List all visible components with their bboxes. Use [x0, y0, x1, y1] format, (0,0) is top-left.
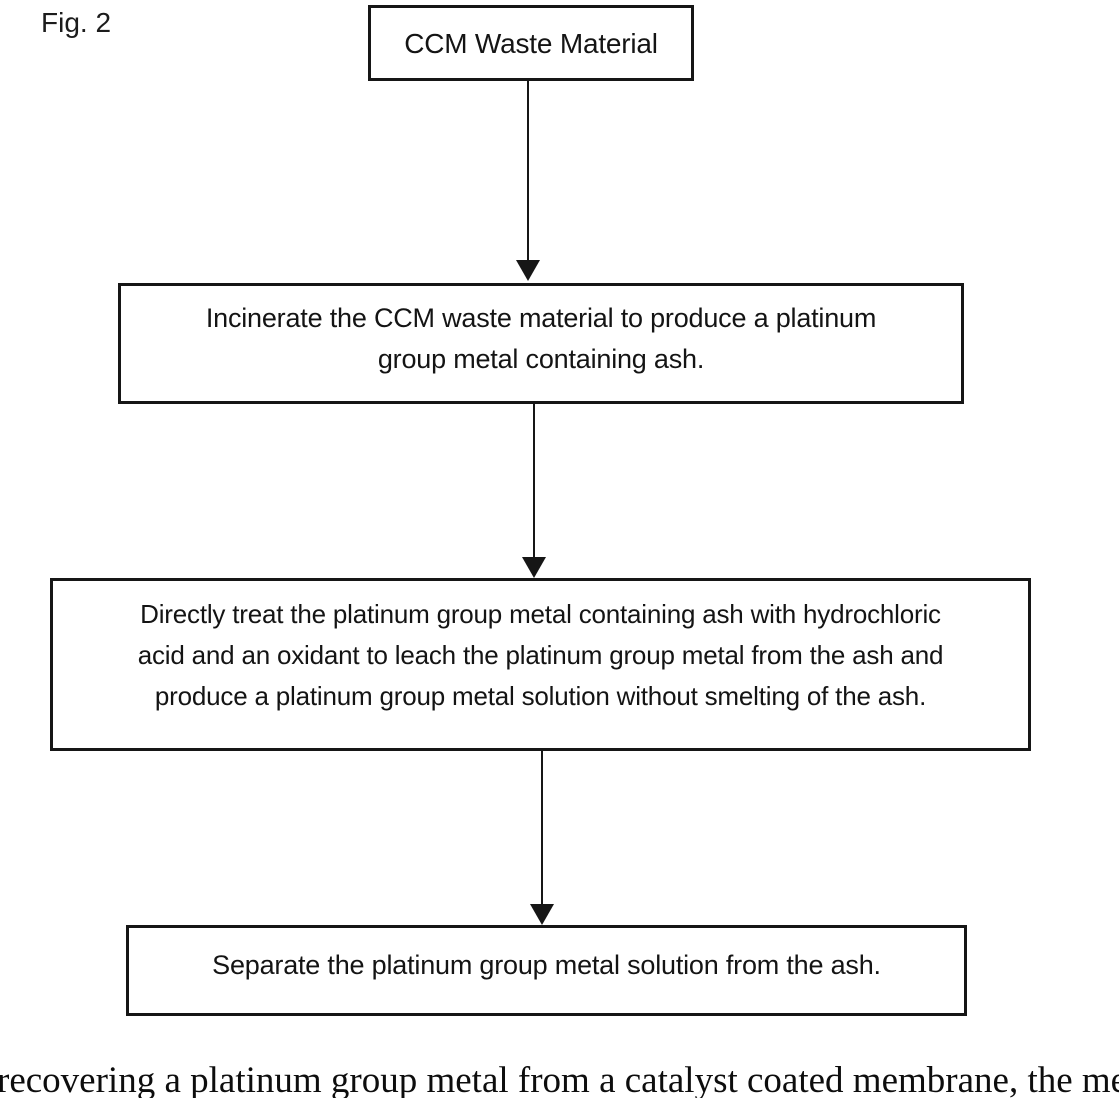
- arrow-line: [533, 403, 535, 558]
- flow-node-separate: Separate the platinum group metal soluti…: [126, 925, 967, 1016]
- flow-node-incinerate: Incinerate the CCM waste material to pro…: [118, 283, 964, 404]
- flow-node-text: Separate the platinum group metal soluti…: [212, 950, 881, 980]
- arrowhead-down-icon: [522, 557, 546, 578]
- flow-node-text-line: Incinerate the CCM waste material to pro…: [205, 303, 877, 333]
- flow-node-text-line: Directly treat the platinum group metal …: [140, 599, 941, 629]
- flow-node-text-line: produce a platinum group metal solution …: [154, 681, 927, 711]
- flow-node-text: CCM Waste Material: [404, 27, 658, 59]
- flow-node-ccm-waste-material: CCM Waste Material: [368, 5, 694, 81]
- flow-node-text-line: group metal containing ash.: [377, 344, 705, 374]
- flow-node-directly-treat: Directly treat the platinum group metal …: [50, 578, 1031, 751]
- flow-node-text-line: acid and an oxidant to leach the platinu…: [137, 640, 944, 670]
- arrowhead-down-icon: [530, 904, 554, 925]
- arrow-line: [541, 750, 543, 905]
- arrow-line: [527, 80, 529, 260]
- caption-text-fragment: recovering a platinum group metal from a…: [0, 1060, 1119, 1098]
- figure-label: Fig. 2: [41, 7, 112, 38]
- arrowhead-down-icon: [516, 260, 540, 281]
